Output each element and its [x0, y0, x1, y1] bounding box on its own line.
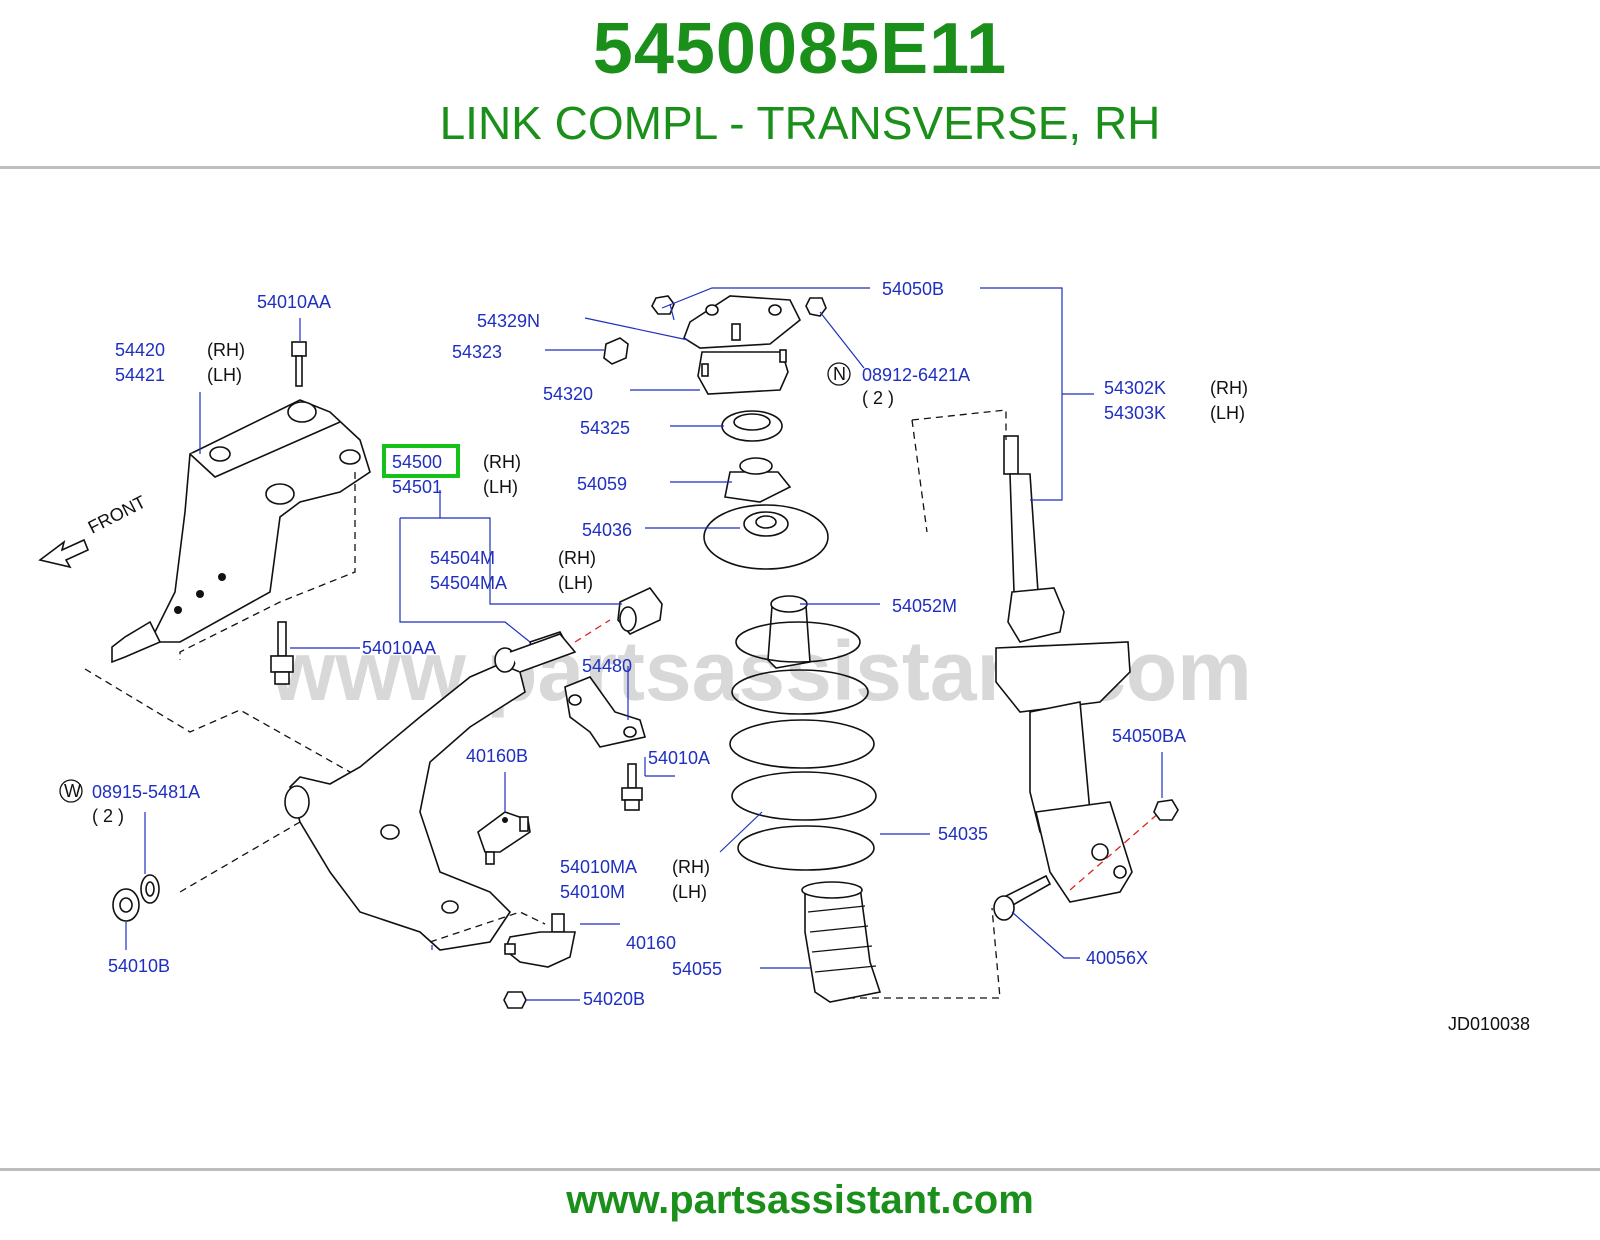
spring-seat-54036 [703, 504, 829, 570]
nut-54020B [503, 991, 527, 1009]
label-54323[interactable]: 54323 [452, 342, 502, 362]
transverse-link-drawing [179, 619, 611, 951]
bearing-54325 [721, 410, 783, 442]
seat-54059 [724, 457, 792, 503]
label-54303K[interactable]: 54303K [1104, 403, 1166, 423]
label-54420-side: (RH) [207, 340, 245, 360]
nut-54010B [112, 888, 140, 922]
coil-spring-54035 [729, 621, 877, 871]
label-54501-side: (LH) [483, 477, 518, 497]
label-54010AA-top[interactable]: 54010AA [257, 292, 331, 312]
front-arrow-icon [38, 538, 90, 569]
ball-joint-40160B [477, 811, 531, 865]
page-header: 5450085E11 LINK COMPL - TRANSVERSE, RH [0, 0, 1600, 170]
label-08912-qty: ( 2 ) [862, 388, 894, 408]
label-54010MA[interactable]: 54010MA [560, 857, 637, 877]
label-54050BA[interactable]: 54050BA [1112, 726, 1186, 746]
label-54036[interactable]: 54036 [582, 520, 632, 540]
bushing-54504M [617, 587, 663, 635]
bump-stop-54052M [767, 595, 811, 669]
badge-n-text: N [833, 364, 846, 384]
label-54500[interactable]: 54500 [392, 452, 442, 472]
highlight-box-54500 [382, 444, 460, 478]
dust-boot-54055 [801, 881, 882, 1003]
label-40056X[interactable]: 40056X [1086, 948, 1148, 968]
front-label: FRONT [85, 492, 149, 538]
badge-n-icon [827, 362, 851, 386]
label-54010M[interactable]: 54010M [560, 882, 625, 902]
label-54052M[interactable]: 54052M [892, 596, 957, 616]
label-54010A[interactable]: 54010A [648, 748, 710, 768]
label-54500-side: (RH) [483, 452, 521, 472]
label-54504M[interactable]: 54504M [430, 548, 495, 568]
header-divider [0, 166, 1600, 169]
subframe-drawing [84, 399, 371, 773]
label-54501[interactable]: 54501 [392, 477, 442, 497]
label-54020B[interactable]: 54020B [583, 989, 645, 1009]
bolt-54010A [621, 763, 643, 811]
badge-w-icon [59, 779, 83, 803]
nut-54050BA [1153, 799, 1179, 821]
label-54059[interactable]: 54059 [577, 474, 627, 494]
label-54504M-side: (RH) [558, 548, 596, 568]
bolt-54010AA-bottom [270, 621, 294, 685]
label-08912-6421A[interactable]: 08912-6421A [862, 365, 970, 385]
label-54010MA-side: (RH) [672, 857, 710, 877]
diagram-reference-code: JD010038 [1448, 1014, 1530, 1034]
strut-assembly-54302K [995, 435, 1161, 903]
label-54302K-side: (RH) [1210, 378, 1248, 398]
part-number-title: 5450085E11 [592, 9, 1008, 89]
nut-54050B [651, 295, 827, 317]
bolt-40056X [993, 874, 1052, 921]
label-54303K-side: (LH) [1210, 403, 1245, 423]
label-40160[interactable]: 40160 [626, 933, 676, 953]
label-54010B[interactable]: 54010B [108, 956, 170, 976]
label-54055[interactable]: 54055 [672, 959, 722, 979]
bracket-54480 [564, 676, 647, 748]
label-54420[interactable]: 54420 [115, 340, 165, 360]
leader-lines [125, 287, 1163, 1001]
bolt-54010AA-top [291, 341, 307, 387]
label-54010M-side: (LH) [672, 882, 707, 902]
label-54504MA-side: (LH) [558, 573, 593, 593]
cap-54323 [603, 337, 629, 365]
label-08915-qty: ( 2 ) [92, 806, 124, 826]
part-name-subtitle: LINK COMPL - TRANSVERSE, RH [439, 97, 1161, 149]
label-54329N[interactable]: 54329N [477, 311, 540, 331]
ball-joint-40160 [504, 913, 576, 968]
footer-website-link[interactable]: www.partsassistant.com [566, 1178, 1034, 1222]
label-54325[interactable]: 54325 [580, 418, 630, 438]
label-54480[interactable]: 54480 [582, 656, 632, 676]
washer-08915-5481A [140, 874, 160, 904]
parts-diagram: www.partsassistant.com FRONT [0, 172, 1600, 1168]
label-08915-5481A[interactable]: 08915-5481A [92, 782, 200, 802]
footer-divider [0, 1168, 1600, 1171]
label-54050B[interactable]: 54050B [882, 279, 944, 299]
label-54010AA-bottom[interactable]: 54010AA [362, 638, 436, 658]
label-54504MA[interactable]: 54504MA [430, 573, 507, 593]
strut-mount-54320 [683, 295, 802, 395]
diagram-svg: www.partsassistant.com FRONT [38, 279, 1530, 1034]
label-54035[interactable]: 54035 [938, 824, 988, 844]
label-54302K[interactable]: 54302K [1104, 378, 1166, 398]
label-54320[interactable]: 54320 [543, 384, 593, 404]
label-54421-side: (LH) [207, 365, 242, 385]
label-54421[interactable]: 54421 [115, 365, 165, 385]
label-40160B[interactable]: 40160B [466, 746, 528, 766]
badge-w-text: W [64, 781, 81, 801]
